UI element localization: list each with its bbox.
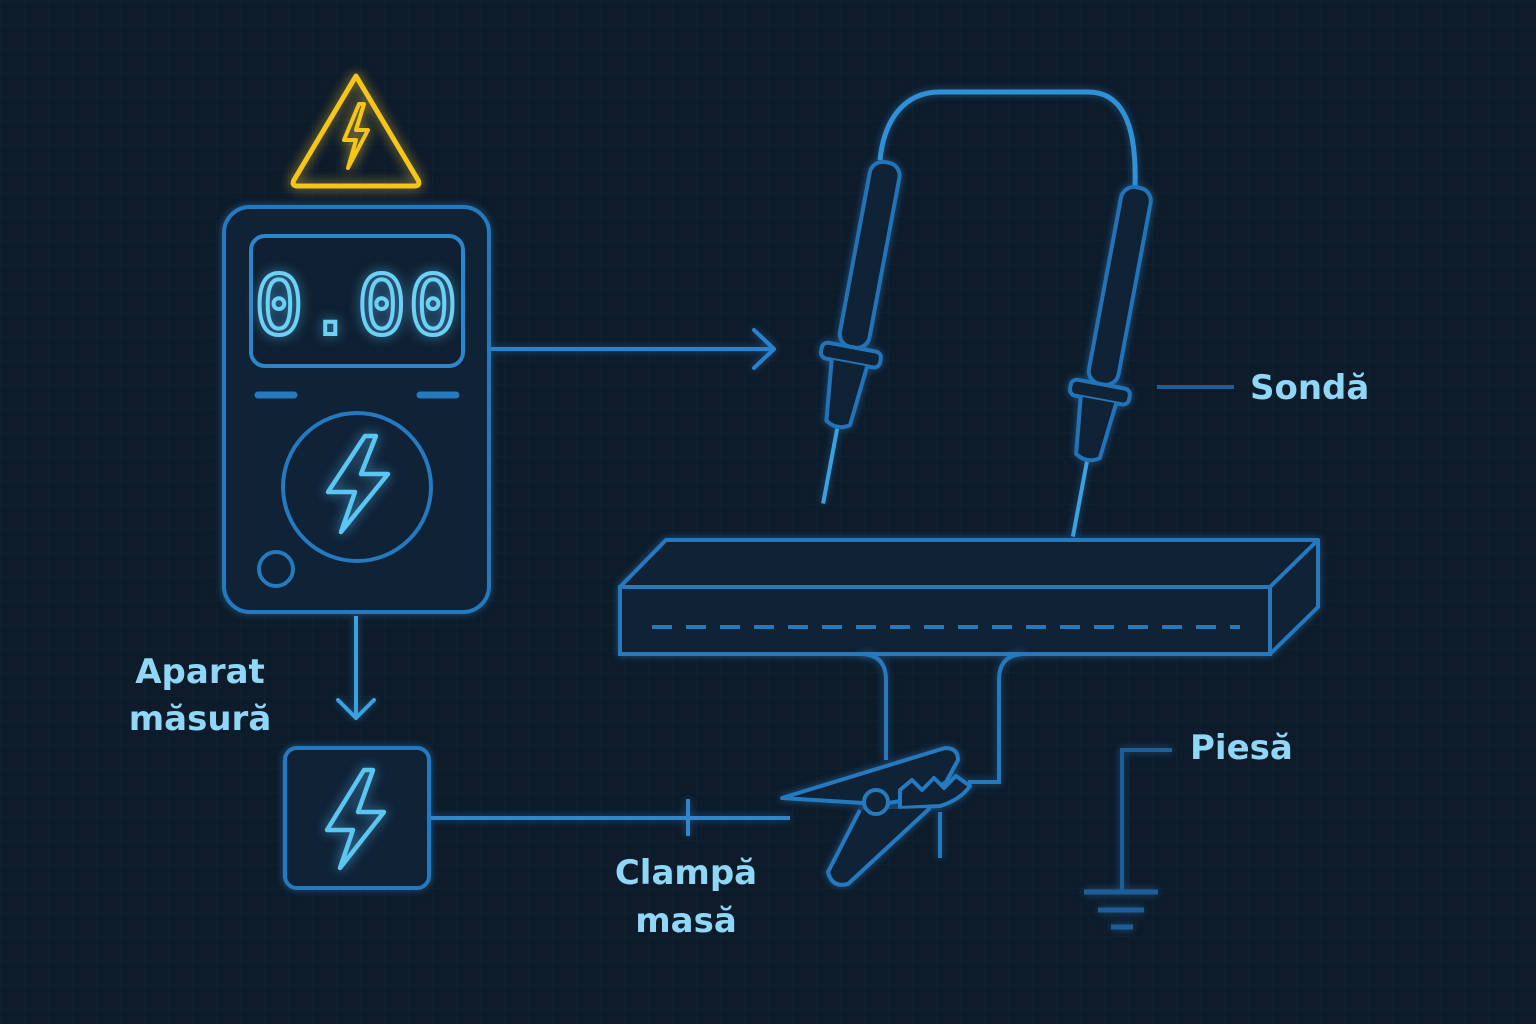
power-source-box [283,746,431,890]
meter-label-line1: Aparat [135,652,265,692]
power-to-clamp-cable [431,799,790,836]
ground-clamp [780,746,972,887]
multimeter-dial[interactable] [281,411,433,563]
high-voltage-warning-icon [290,73,422,189]
workpiece-stand [859,652,1026,858]
left-probe [818,159,902,504]
multimeter-jack[interactable] [257,550,295,588]
clamp-pivot [862,788,890,816]
clamp-label-line1: Clampă [615,853,757,893]
ground-symbol [1084,748,1172,930]
clamp-label-line2: masă [635,901,737,941]
workpiece-bar [618,538,1320,656]
right-probe [1067,185,1153,537]
power-lightning-icon [324,767,387,871]
probe-label: Sondă [1250,368,1369,408]
multimeter-reading: 0.00 [254,259,459,354]
workpiece-label: Piesă [1190,728,1293,768]
meter-label-line2: măsură [129,699,272,739]
lightning-bolt-icon [325,433,391,535]
meter-to-probe-arrow [491,328,776,370]
multimeter-display [249,234,465,368]
probe-cable [877,89,1138,187]
multimeter [222,205,491,614]
meter-to-power-arrow [336,616,376,720]
